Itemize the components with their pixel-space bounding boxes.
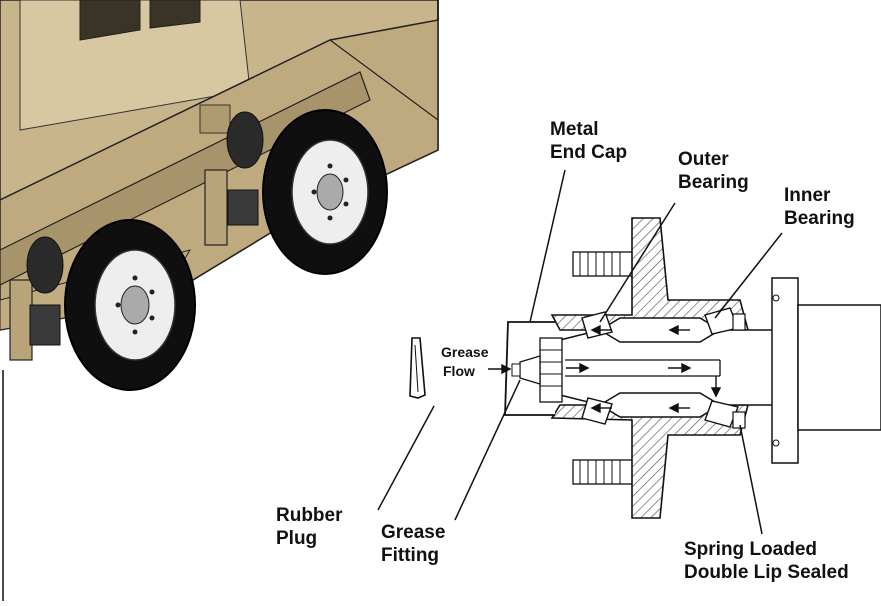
leader-lines [377, 169, 783, 535]
label-grease-fitting-line2: Fitting [381, 545, 440, 566]
grease-flow-arrows [488, 324, 722, 414]
axle-tube [797, 304, 881, 431]
label-grease-flow: Grease Flow [441, 343, 488, 381]
hub-cross-section [488, 217, 881, 519]
label-grease-flow-line1: Grease [441, 344, 489, 360]
trailer-window-2 [149, 0, 201, 29]
label-grease-fitting: Grease Fitting [381, 521, 445, 567]
hub-upper-section [550, 217, 750, 331]
label-outer-bearing-line2: Bearing [678, 172, 749, 193]
seal-lower [732, 411, 746, 429]
outer-bearing-upper [581, 311, 613, 339]
label-inner-bearing-line1: Inner [784, 185, 831, 206]
trailer-window [79, 0, 141, 41]
access-plate [199, 104, 231, 134]
rear-wheel [262, 109, 388, 275]
label-spring-loaded-seal: Spring Loaded Double Lip Sealed [684, 538, 881, 584]
label-rubber-plug-line1: Rubber [276, 505, 343, 526]
castle-nut [539, 337, 563, 403]
rubber-plug [409, 337, 426, 399]
seal-upper [732, 313, 746, 331]
label-rubber-plug-line2: Plug [276, 528, 318, 549]
front-air-spring [26, 236, 64, 294]
label-rubber-plug: Rubber Plug [276, 504, 343, 550]
label-grease-flow-line2: Flow [443, 363, 475, 379]
label-outer-bearing-line1: Outer [678, 149, 729, 170]
front-hanger-bracket [9, 279, 33, 361]
inner-bearing-lower [704, 400, 739, 428]
label-spring-loaded-seal-line2: Double Lip Sealed [684, 562, 849, 583]
label-metal-end-cap: Metal End Cap [550, 118, 627, 164]
rear-hanger-bracket [204, 169, 228, 246]
label-inner-bearing: Inner Bearing [784, 184, 855, 230]
rear-air-spring [226, 111, 264, 169]
label-inner-bearing-line2: Bearing [784, 208, 855, 229]
front-wheel [64, 219, 196, 391]
label-grease-fitting-line1: Grease [381, 522, 446, 543]
label-outer-bearing: Outer Bearing [678, 148, 749, 194]
label-metal-end-cap-line1: Metal [550, 119, 599, 140]
label-metal-end-cap-line2: End Cap [550, 142, 628, 163]
label-spring-loaded-seal-line1: Spring Loaded [684, 539, 817, 560]
axle-flange [771, 277, 799, 464]
